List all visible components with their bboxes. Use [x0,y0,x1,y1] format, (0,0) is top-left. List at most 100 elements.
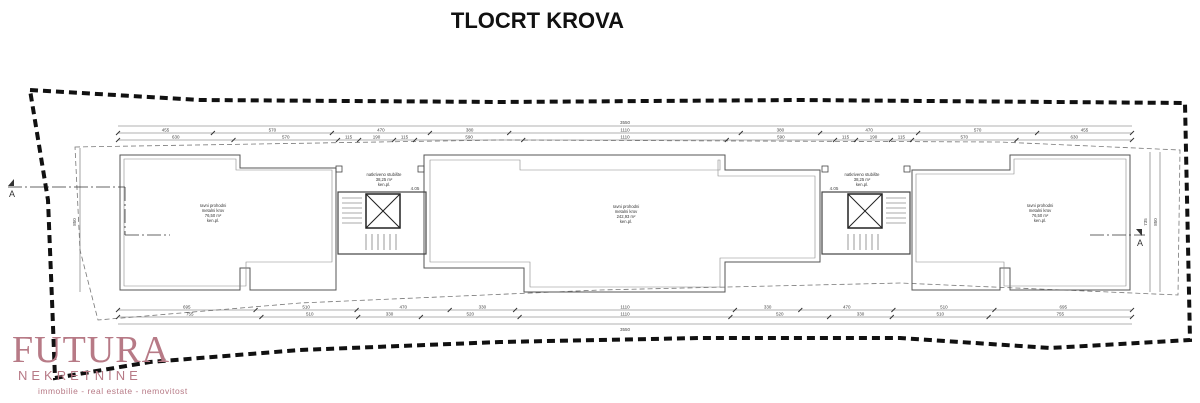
roof-right-inner [915,158,1127,287]
dimension-label: 330 [857,312,865,317]
section-marker-right: A [1136,229,1143,248]
svg-text:38,25 m²: 38,25 m² [376,177,393,182]
dimension-tick [329,130,335,136]
roof-center-inner [429,159,816,288]
futura-logo: FUTURA NEKRETNINE immobilie - real estat… [12,330,202,400]
top-dimension-lines [118,125,1132,141]
bottom-dimension-lines [118,309,1132,325]
dimension-tick [210,130,216,136]
dimension-label: 510 [302,305,310,310]
dimension-tick [738,130,744,136]
dimension-label: 380 [466,128,474,133]
logo-main-text: FUTURA [12,329,171,371]
dimension-label: 1110 [620,135,630,140]
dimension-tick [115,137,121,143]
stair-small-left: 4.05 [411,186,420,191]
svg-text:metalni krov: metalni krov [202,208,225,213]
dimension-tick [1129,130,1135,136]
svg-text:3550: 3550 [620,120,631,125]
dimension-label: 510 [306,312,314,317]
dimension-label: 570 [974,128,982,133]
dimension-label: 520 [776,312,784,317]
dimension-label: 695 [1059,305,1067,310]
dimension-label: 470 [865,128,873,133]
dimension-tick [512,307,518,313]
side-right-label-2: 850 [1153,218,1158,226]
dimension-tick [115,314,121,320]
dimension-label: 590 [777,135,785,140]
roof-right [911,154,1131,291]
svg-text:76,50 m²: 76,50 m² [205,213,222,218]
dimension-label: 755 [1057,312,1065,317]
stairwell-right [821,165,911,255]
dimension-tick [817,130,823,136]
section-marker-left: A [8,179,15,199]
dimension-tick [1129,307,1135,313]
svg-text:A: A [9,189,15,199]
dimension-label: 570 [282,135,290,140]
dimension-label: 380 [777,128,785,133]
dimension-tick [115,307,121,313]
dimension-tick [447,307,453,313]
dimension-tick [1034,130,1040,136]
dimension-tick [115,130,121,136]
building-outline [119,154,337,291]
dimension-tick [986,314,991,320]
svg-text:ken.pl.: ken.pl. [1034,218,1046,223]
side-left-label: 850 [72,218,77,226]
svg-text:242,93 m²: 242,93 m² [617,214,636,219]
svg-text:A: A [1137,238,1143,248]
svg-text:ken.pl.: ken.pl. [207,218,219,223]
svg-text:natkriveno stubište: natkriveno stubište [367,172,403,177]
dimension-label: 510 [940,305,948,310]
svg-text:3550: 3550 [620,327,631,332]
stair-small-right: 4.05 [830,186,839,191]
dimension-tick [992,307,997,313]
dimension-ticks [115,130,1135,320]
dimension-tick [231,137,236,143]
dimension-tick [909,137,915,143]
plot-boundary [27,87,1193,381]
dimension-tick [889,314,895,320]
stairwell-left [335,165,427,255]
dimension-tick [520,137,526,143]
dimension-label: 755 [186,312,194,317]
dimension-tick [888,137,894,143]
dimension-tick [517,314,522,320]
svg-text:ravni prohodni: ravni prohodni [200,203,227,208]
dimension-tick [1129,137,1135,143]
dimension-tick [732,307,738,313]
dimension-tick [253,307,258,313]
dimension-label: 115 [401,135,409,140]
logo-tagline: immobilie - real estate - nemovitost [38,386,188,396]
dimension-tick [335,137,341,143]
plan-title: TLOCRT KROVA [450,8,625,33]
dimension-label: 470 [843,305,851,310]
dimension-label: 590 [465,135,473,140]
side-right-label-1: 735 [1143,218,1148,226]
dimension-label: 470 [377,128,385,133]
svg-text:natkriveno stubište: natkriveno stubište [845,172,881,177]
dimension-tick [354,307,359,313]
logo-sub-text: NEKRETNINE [18,368,142,383]
dimension-label: 115 [898,135,906,140]
svg-text:ken.pl.: ken.pl. [378,182,390,187]
svg-text:metalni krov: metalni krov [1029,208,1052,213]
section-line [8,186,1145,236]
room-label-left-stair: natkriveno stubište 38,25 m² ken.pl. [367,172,403,187]
dimension-tick [1014,137,1019,143]
dimension-label: 470 [399,305,407,310]
dimension-tick [418,314,424,320]
dimension-label: 455 [162,128,170,133]
dimension-tick [259,314,264,320]
dimension-label: 330 [479,305,487,310]
dimension-label: 570 [269,128,277,133]
dimension-label: 330 [386,312,394,317]
dimension-label: 1110 [620,128,630,133]
dimension-label: 630 [1070,135,1078,140]
dimension-tick [915,130,921,136]
svg-text:ravni prohodni: ravni prohodni [613,204,640,209]
